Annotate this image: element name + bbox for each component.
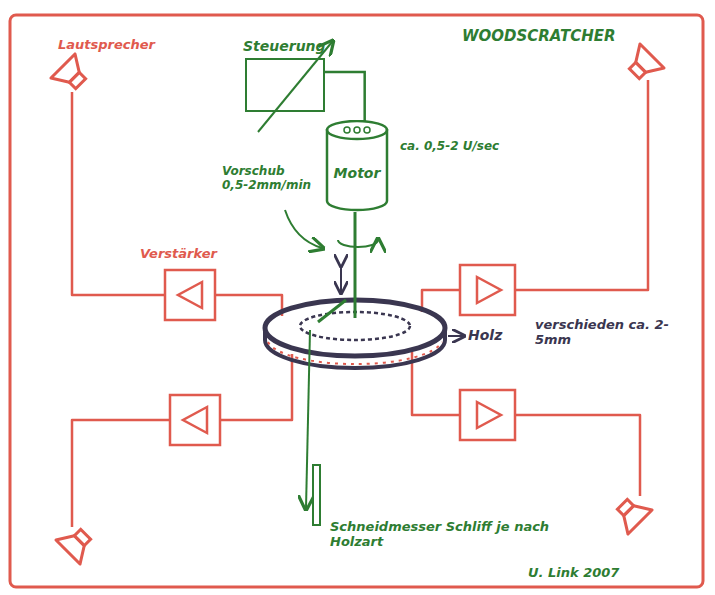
- speaker: [51, 54, 93, 96]
- shaft: [354, 212, 357, 318]
- amplifiers: [165, 265, 515, 445]
- pointer-arrow: [448, 335, 463, 337]
- size-note: verschieden ca. 2-5mm: [535, 318, 685, 348]
- cutter-arm: [318, 300, 346, 322]
- part-label: Holz: [468, 327, 502, 343]
- speed-note: ca. 0,5-2 U/sec: [400, 140, 499, 154]
- node-text: Steuerung: [243, 38, 326, 54]
- amplifier-label: Verstärker: [140, 247, 217, 262]
- diagram-title: WOODSCRATCHER: [462, 28, 616, 45]
- adjust-arrow: [258, 42, 332, 132]
- leader-line: [306, 330, 310, 508]
- node-text: Motor: [334, 165, 381, 181]
- control-box: Steuerung: [245, 58, 325, 112]
- feed-note: Vorschub 0,5-2mm/min: [222, 165, 312, 193]
- feed-arrow: [340, 265, 342, 292]
- signature: U. Link 2007: [528, 566, 619, 581]
- leader-line: [285, 210, 322, 248]
- motor-cylinder: Motor: [325, 120, 389, 212]
- speaker: [622, 44, 664, 86]
- speaker: [610, 492, 652, 534]
- frame: [10, 15, 703, 587]
- speaker: [56, 522, 98, 564]
- knife-note: Schneidmesser Schliff je nach Holzart: [330, 520, 590, 550]
- knife-blade: [313, 465, 320, 525]
- rotation-arrow: [338, 240, 378, 247]
- control-wire: [325, 72, 365, 121]
- wires: [72, 80, 648, 527]
- speaker-label: Lautsprecher: [58, 38, 155, 53]
